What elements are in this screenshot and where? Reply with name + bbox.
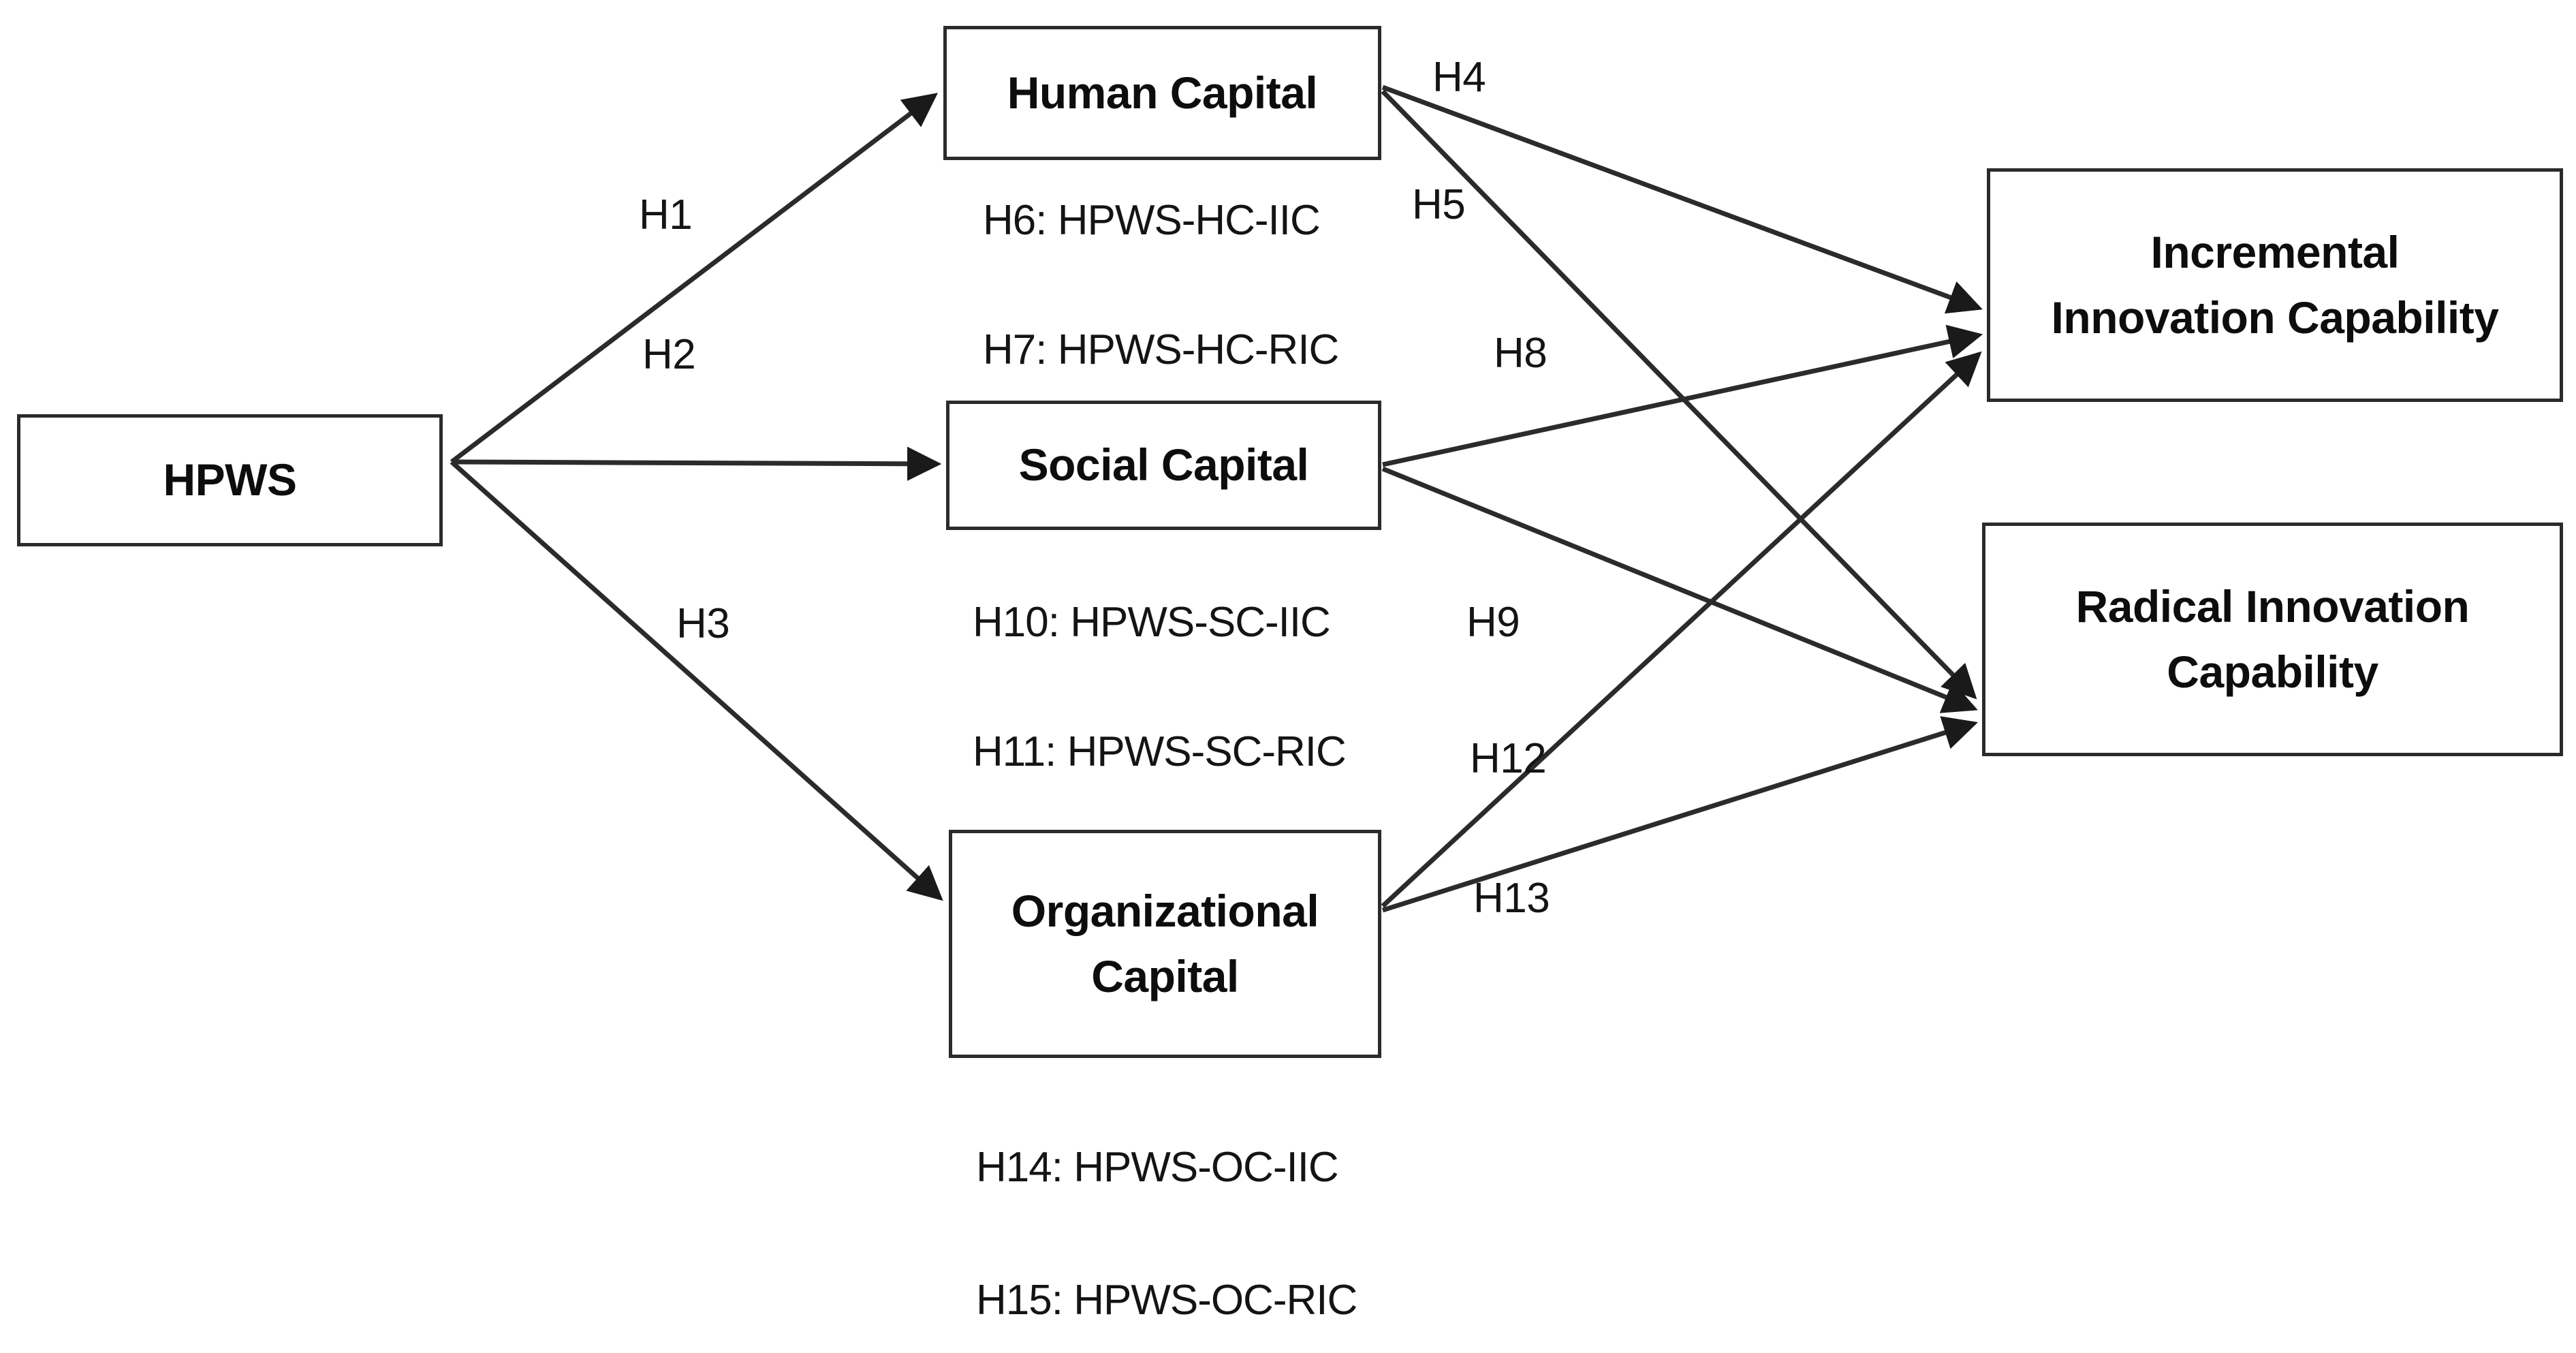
edge-h8-social-capital-to-incremental [1382, 324, 1983, 467]
node-radical-innovation-capability[interactable]: Radical Innovation Capability [1982, 523, 2563, 756]
edge-h5-human-capital-to-radical [1381, 89, 1977, 700]
path-label-h8: H8 [1494, 330, 1548, 377]
node-organizational-capital[interactable]: Organizational Capital [949, 830, 1381, 1058]
edge-h1-hpws-to-human-capital [450, 93, 939, 464]
node-hpws-label: HPWS [163, 454, 298, 506]
node-social-capital[interactable]: Social Capital [946, 401, 1381, 530]
node-incremental-innovation-capability-label: Incremental Innovation Capability [2051, 226, 2499, 343]
edge-h3-hpws-to-organizational-capital [450, 460, 943, 901]
path-label-h13: H13 [1473, 875, 1550, 922]
path-label-h3: H3 [676, 600, 730, 647]
path-label-h5: H5 [1412, 181, 1466, 228]
node-incremental-innovation-capability[interactable]: Incremental Innovation Capability [1987, 168, 2563, 402]
node-human-capital-label: Human Capital [1007, 67, 1318, 118]
edge-h13-organizational-capital-to-radical [1381, 716, 1979, 913]
path-label-h1: H1 [639, 191, 693, 238]
edge-h9-social-capital-to-radical [1381, 466, 1978, 713]
node-hpws[interactable]: HPWS [17, 414, 443, 546]
mediation-label-h6: H6: HPWS-HC-IIC [983, 197, 1321, 244]
path-label-h9: H9 [1466, 599, 1520, 646]
edge-h12-organizational-capital-to-incremental [1381, 351, 1982, 908]
path-label-h2: H2 [642, 331, 696, 378]
mediation-label-h10: H10: HPWS-SC-IIC [973, 599, 1331, 646]
mediation-label-h11: H11: HPWS-SC-RIC [973, 728, 1347, 775]
mediation-label-h14: H14: HPWS-OC-IIC [976, 1144, 1339, 1191]
path-label-h4: H4 [1432, 54, 1486, 101]
edge-h4-human-capital-to-incremental [1381, 84, 1983, 314]
mediation-label-h7: H7: HPWS-HC-RIC [983, 326, 1339, 373]
mediation-label-h15: H15: HPWS-OC-RIC [976, 1277, 1357, 1324]
path-label-h12: H12 [1470, 735, 1547, 782]
edge-h2-hpws-to-social-capital [451, 446, 942, 482]
node-organizational-capital-label: Organizational Capital [1011, 885, 1319, 1001]
node-radical-innovation-capability-label: Radical Innovation Capability [2075, 580, 2470, 697]
node-human-capital[interactable]: Human Capital [943, 26, 1381, 160]
node-social-capital-label: Social Capital [1018, 439, 1309, 491]
